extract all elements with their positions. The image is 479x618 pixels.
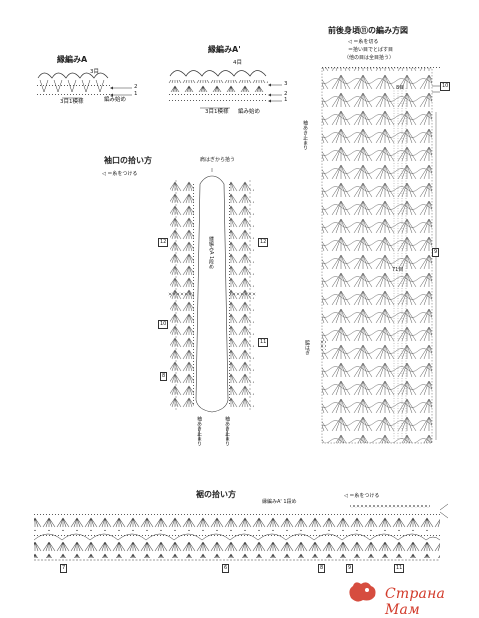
hem-pickup-title: 裾の拾い方 [196, 490, 236, 499]
edging-a-start-label: 編み始め [104, 97, 127, 103]
watermark-text: Страна Мам [385, 586, 446, 618]
body-legend-cut: ◁ ＝糸を切る [348, 39, 379, 45]
body-armhole-label: 袖あき止まり [302, 120, 308, 150]
edging-a-title: 縁編みA [57, 55, 88, 64]
body-side-label: 脇はぎ [304, 340, 310, 355]
hem-edging-label: 縁編みA' 1段め [262, 499, 297, 505]
edging-a-prime-row-1: 1 [284, 97, 288, 103]
watermark-logo-icon [349, 582, 376, 602]
body-legend-skip: ＝拾い目でとばす目 [348, 47, 394, 53]
edging-a-repeat-label: 3目1模様 [60, 99, 84, 105]
edging-a-prime-row-label: 4目 [233, 60, 242, 66]
edging-a-prime-repeat-label: 3目1模様 [205, 109, 229, 115]
hem-box-2: 6 [222, 564, 230, 573]
edging-a-prime-row-2: 2 [284, 91, 288, 97]
sleeve-armhole-left: 袖あき止まり [196, 416, 202, 446]
edging-a-prime-title: 縁編みA' [208, 45, 241, 54]
hem-box-5: 11 [394, 564, 405, 573]
edging-a-row-1: 1 [134, 91, 138, 97]
sleeve-legend: ◁ ＝糸をつける [102, 171, 138, 177]
body-legend-note: （他の目は全目拾う） [344, 55, 395, 61]
sleeve-box-right-2: 11 [258, 338, 269, 347]
edging-a-row-label: 3目 [90, 69, 99, 75]
body-box-top: 10 [440, 82, 451, 91]
hem-pickup-chart [33, 503, 449, 561]
sleeve-box-left-1: 12 [158, 238, 169, 247]
body-box-mid: 9 [432, 248, 440, 257]
edging-a-prime-chart [168, 70, 282, 109]
body-diagram-title: 前後身頃⑪の編み方図 [328, 26, 408, 35]
sleeve-box-left-3: 8 [160, 372, 168, 381]
sleeve-box-left-2: 10 [158, 320, 169, 329]
sleeve-box-right-1: 12 [258, 238, 269, 247]
hem-box-1: 7 [60, 564, 68, 573]
body-stitch-count-mid: 71目 [392, 267, 404, 273]
sleeve-pickup-title: 袖口の拾い方 [104, 156, 152, 165]
sleeve-edging-label: 縁編みA 1段め [208, 236, 214, 270]
sleeve-armhole-right: 袖あき止まり [224, 416, 230, 446]
edging-a-prime-start-label: 編み始め [238, 109, 261, 115]
edging-a-prime-row-3: 3 [284, 81, 288, 87]
hem-box-3: 8 [318, 564, 326, 573]
body-stitch-count-top: 8目 [396, 85, 405, 91]
edging-a-chart [36, 72, 132, 99]
sleeve-shoulder-label: 肩はぎから拾う [200, 157, 236, 163]
edging-a-row-2: 2 [134, 84, 138, 90]
body-chart [320, 66, 440, 444]
hem-box-4: 9 [346, 564, 354, 573]
sleeve-pickup-chart [168, 168, 256, 440]
hem-legend: ◁ ＝糸をつける [344, 493, 380, 499]
